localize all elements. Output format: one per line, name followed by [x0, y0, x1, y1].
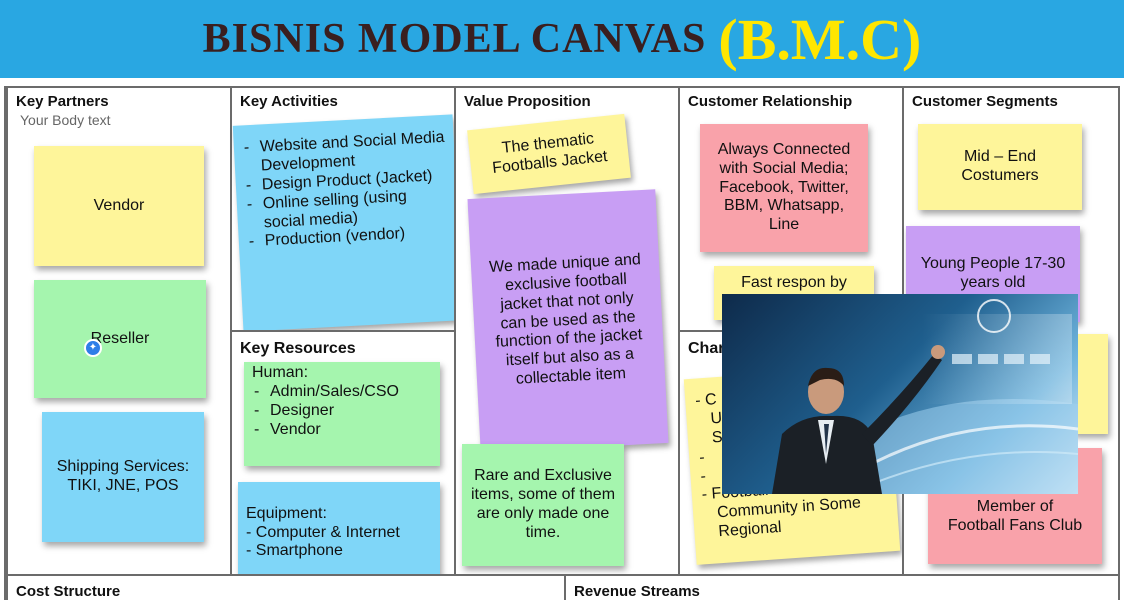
key-partners-title: Key Partners — [16, 93, 109, 110]
human-resources-list: Admin/Sales/CSO Designer Vendor — [252, 383, 399, 440]
channels-title: Char — [688, 340, 725, 357]
note-reseller: Reseller — [34, 280, 206, 398]
title-banner: BISNIS MODEL CANVAS (B.M.C) — [0, 0, 1124, 78]
list-item: Vendor — [252, 421, 399, 440]
customer-segments-title: Customer Segments — [912, 93, 1058, 110]
businessman-photo — [722, 294, 1078, 494]
page-title: BISNIS MODEL CANVAS — [202, 16, 707, 62]
list-item: Designer — [252, 402, 399, 421]
businessman-figure — [772, 345, 945, 494]
note-vendor: Vendor — [34, 146, 204, 266]
key-partners-subtitle: Your Body text — [20, 112, 111, 128]
note-key-activities: Website and Social Media Development Des… — [232, 114, 464, 332]
revenue-streams-box: Revenue Streams — [564, 574, 1120, 600]
key-activities-list: Website and Social Media Development Des… — [241, 129, 451, 253]
note-unique-jacket: We made unique and exclusive football ja… — [467, 189, 669, 453]
customer-relationship-title: Customer Relationship — [688, 93, 853, 110]
cursor-icon: ✦ — [84, 339, 102, 357]
note-rare-items: Rare and Exclusive items, some of them a… — [462, 444, 624, 566]
note-human-resources: Human: Admin/Sales/CSO Designer Vendor — [244, 362, 440, 466]
note-segment-hidden — [1072, 334, 1108, 434]
revenue-streams-title: Revenue Streams — [574, 583, 700, 600]
note-social-media: Always Connected with Social Media; Face… — [700, 124, 868, 252]
businessman-illustration — [772, 299, 1078, 494]
note-equipment: Equipment: - Computer & Internet - Smart… — [238, 482, 440, 584]
value-proposition-title: Value Proposition — [464, 93, 591, 110]
key-activities-title: Key Activities — [240, 93, 338, 110]
page-title-abbr: (B.M.C) — [718, 6, 922, 72]
note-shipping: Shipping Services: TIKI, JNE, POS — [42, 412, 204, 542]
cost-structure-title: Cost Structure — [16, 583, 121, 600]
key-resources-title: Key Resources — [240, 340, 356, 357]
list-item: Admin/Sales/CSO — [252, 383, 399, 402]
note-mid-end: Mid – End Costumers — [918, 124, 1082, 210]
cost-structure-box: Cost Structure — [6, 574, 566, 600]
